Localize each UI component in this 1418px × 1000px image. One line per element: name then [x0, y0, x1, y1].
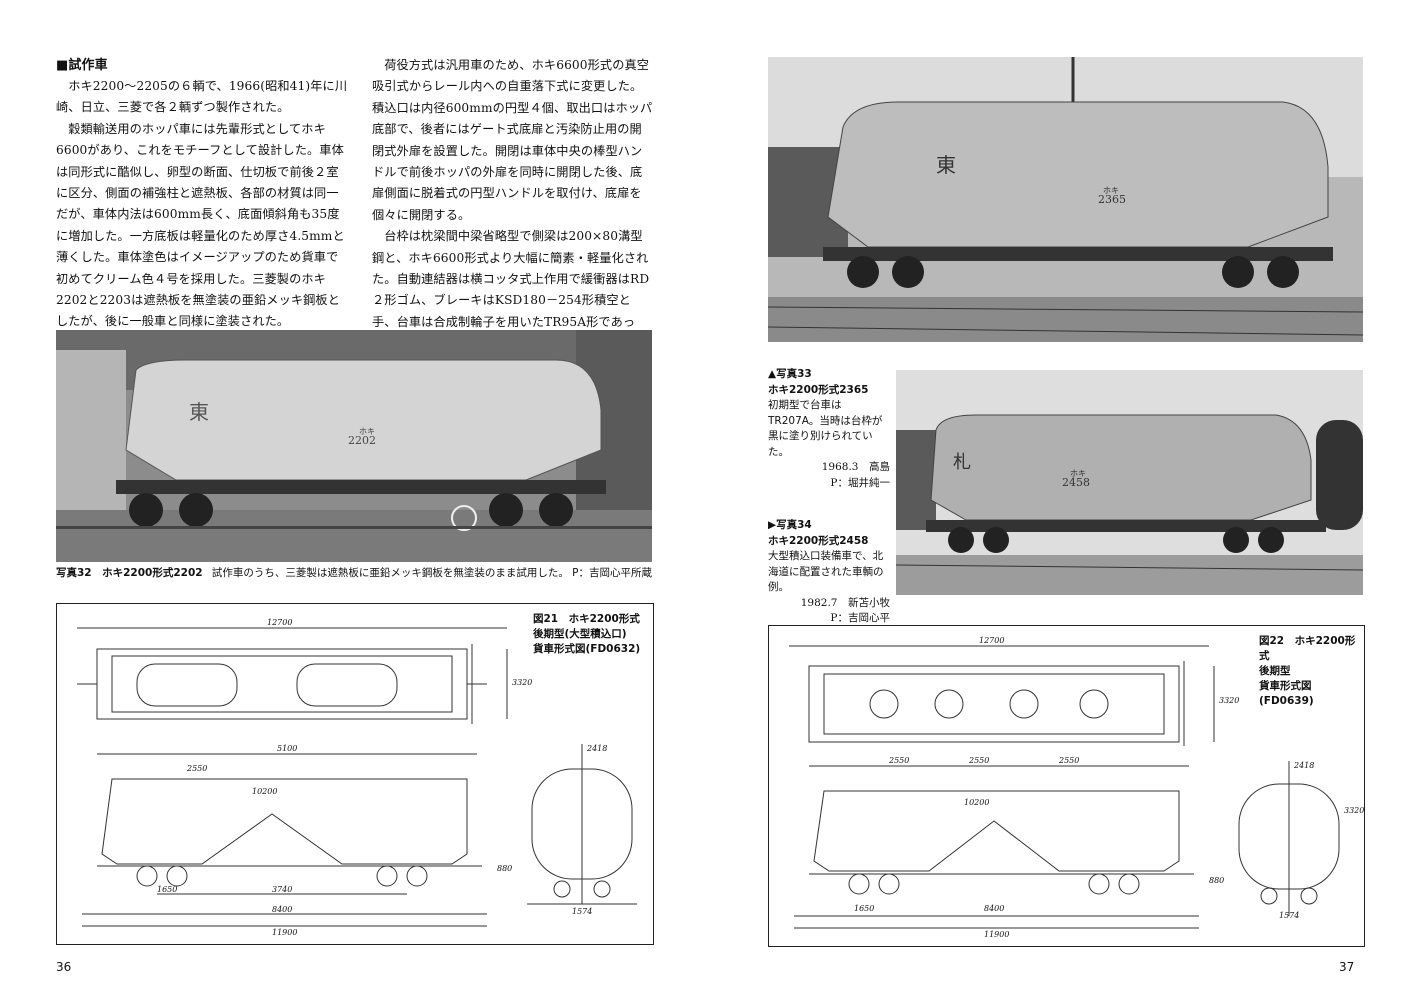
car-number-mark: 2458 [1062, 476, 1090, 489]
dimension-label: 2550 [969, 756, 990, 765]
figure-21-title: 図21 ホキ2200形式 [533, 613, 640, 625]
dimension-label: 3320 [1344, 806, 1365, 815]
photo-34-caption: ▶写真34 ホキ2200形式2458 大型積込口装備車で、北海道に配置された車輌… [768, 518, 890, 627]
caption-text: 試作車のうち、三菱製は遮熱板に亜鉛メッキ鋼板を無塗装のまま試用した。 [211, 567, 569, 579]
paragraph: 穀類輸送用のホッパ車には先輩形式としてホキ6600があり、これをモチーフとして設… [56, 121, 345, 329]
page-number-right: 37 [1339, 960, 1355, 974]
figure-22-drawing-number: 貨車形式図(FD0639) [1259, 680, 1314, 707]
caption-date-place: 1982.7 新苫小牧 [800, 596, 890, 609]
dimension-label: 880 [1209, 876, 1225, 885]
car-kanji-mark: 東 [189, 400, 209, 424]
caption-text: 初期型で台車はTR207A。当時は台枠が黒に塗り別けられていた。 [768, 399, 883, 458]
dimension-label: 1650 [854, 904, 875, 913]
car-number-mark: 2202 [348, 434, 376, 447]
left-column-1: ■試作車 ホキ2200～2205の６輌で、1966(昭和41)年に川崎、日立、三… [56, 55, 348, 333]
caption-credit: P：吉岡心平 [830, 612, 890, 624]
caption-label: 写真32 ホキ2200形式2202 [56, 567, 203, 579]
technical-drawing [77, 627, 637, 927]
hopper-car-2202-image [56, 330, 652, 562]
caption-label: ▶写真34 [768, 519, 812, 531]
paragraph: 荷役方式は汎用車のため、ホキ6600形式の真空吸引式からレール内への自重落下式に… [372, 58, 653, 222]
photo-33-caption: ▲写真33 ホキ2200形式2365 初期型で台車はTR207A。当時は台枠が黒… [768, 367, 890, 491]
paragraph: ホキ2200～2205の６輌で、1966(昭和41)年に川崎、日立、三菱で各２輌… [56, 79, 348, 115]
dimension-label: 1574 [1279, 911, 1300, 920]
photo-32-caption: 写真32 ホキ2200形式2202 試作車のうち、三菱製は遮熱板に亜鉛メッキ鋼板… [56, 566, 652, 581]
dimension-label: 12700 [267, 618, 293, 627]
dimension-label: 11900 [272, 928, 298, 937]
figure-22-subtitle: 後期型 [1259, 665, 1291, 677]
dimension-label: 5100 [277, 744, 298, 753]
photo-33: 東 ホキ 2365 [768, 57, 1363, 342]
dimension-label: 10200 [252, 787, 278, 796]
figure-21-drawing: 図21 ホキ2200形式 後期型(大型積込口) 貨車形式図(FD0632) 12… [56, 603, 654, 945]
caption-title: ホキ2200形式2458 [768, 534, 869, 547]
dimension-label: 2550 [187, 764, 208, 773]
page-number-left: 36 [56, 960, 72, 974]
car-type-mark: ホキ [1103, 186, 1119, 195]
figure-21-subtitle: 後期型(大型積込口) [533, 628, 627, 640]
photo-34: 札 ホキ 2458 [896, 370, 1363, 595]
caption-credit: P：吉岡心平所蔵 [572, 567, 652, 579]
left-page: ■試作車 ホキ2200～2205の６輌で、1966(昭和41)年に川崎、日立、三… [56, 55, 654, 974]
caption-title: ホキ2200形式2365 [768, 383, 869, 396]
dimension-label: 11900 [984, 930, 1010, 939]
caption-label: ▲写真33 [768, 368, 812, 380]
dimension-label: 10200 [964, 798, 990, 807]
caption-date-place: 1968.3 高島 [821, 461, 890, 473]
dimension-label: 3740 [272, 885, 293, 894]
car-number-mark: 2365 [1098, 193, 1126, 206]
figure-22-title: 図22 ホキ2200形式 [1259, 635, 1356, 662]
paragraph: 台枠は枕梁間中梁省略型で側梁は200×80溝型鋼と、ホキ6600形式より大幅に簡… [372, 229, 650, 350]
dimension-label: 1574 [572, 907, 593, 916]
caption-credit: P：堀井純一 [830, 476, 890, 489]
caption-text: 大型積込口装備車で、北海道に配置された車輌の例。 [768, 550, 884, 593]
dimension-label: 3320 [1219, 696, 1240, 705]
dimension-label: 2550 [889, 756, 910, 765]
dimension-label: 2418 [587, 744, 608, 753]
figure-22-label: 図22 ホキ2200形式 後期型 貨車形式図(FD0639) [1259, 634, 1364, 709]
hopper-car-2458-image [896, 370, 1363, 595]
figure-21-label: 図21 ホキ2200形式 後期型(大型積込口) 貨車形式図(FD0632) [533, 612, 640, 657]
car-type-mark: ホキ [359, 427, 375, 436]
dimension-label: 2550 [1059, 756, 1080, 765]
section-title: ■試作車 [56, 58, 108, 73]
dimension-label: 3320 [512, 678, 533, 687]
figure-22-drawing: 図22 ホキ2200形式 後期型 貨車形式図(FD0639) 12700 332… [768, 625, 1365, 947]
dimension-label: 2418 [1294, 761, 1315, 770]
technical-drawing [789, 645, 1340, 929]
dimension-label: 12700 [979, 636, 1005, 645]
left-column-2: 荷役方式は汎用車のため、ホキ6600形式の真空吸引式からレール内への自重落下式に… [372, 55, 654, 355]
dimension-label: 880 [497, 864, 513, 873]
dimension-label: 8400 [984, 904, 1005, 913]
figure-21-drawing-number: 貨車形式図(FD0632) [533, 643, 641, 655]
photo-32: 東 ホキ 2202 [56, 330, 652, 562]
right-page: 東 ホキ 2365 札 ホキ 2458 ▲写真33 ホキ2200形式2365 初… [709, 0, 1418, 1000]
dimension-label: 8400 [272, 905, 293, 914]
car-kanji-mark: 札 [953, 452, 971, 473]
dimension-label: 1650 [157, 885, 178, 894]
car-kanji-mark: 東 [936, 153, 956, 177]
hopper-car-2365-image [768, 57, 1363, 342]
car-type-mark: ホキ [1070, 469, 1086, 478]
